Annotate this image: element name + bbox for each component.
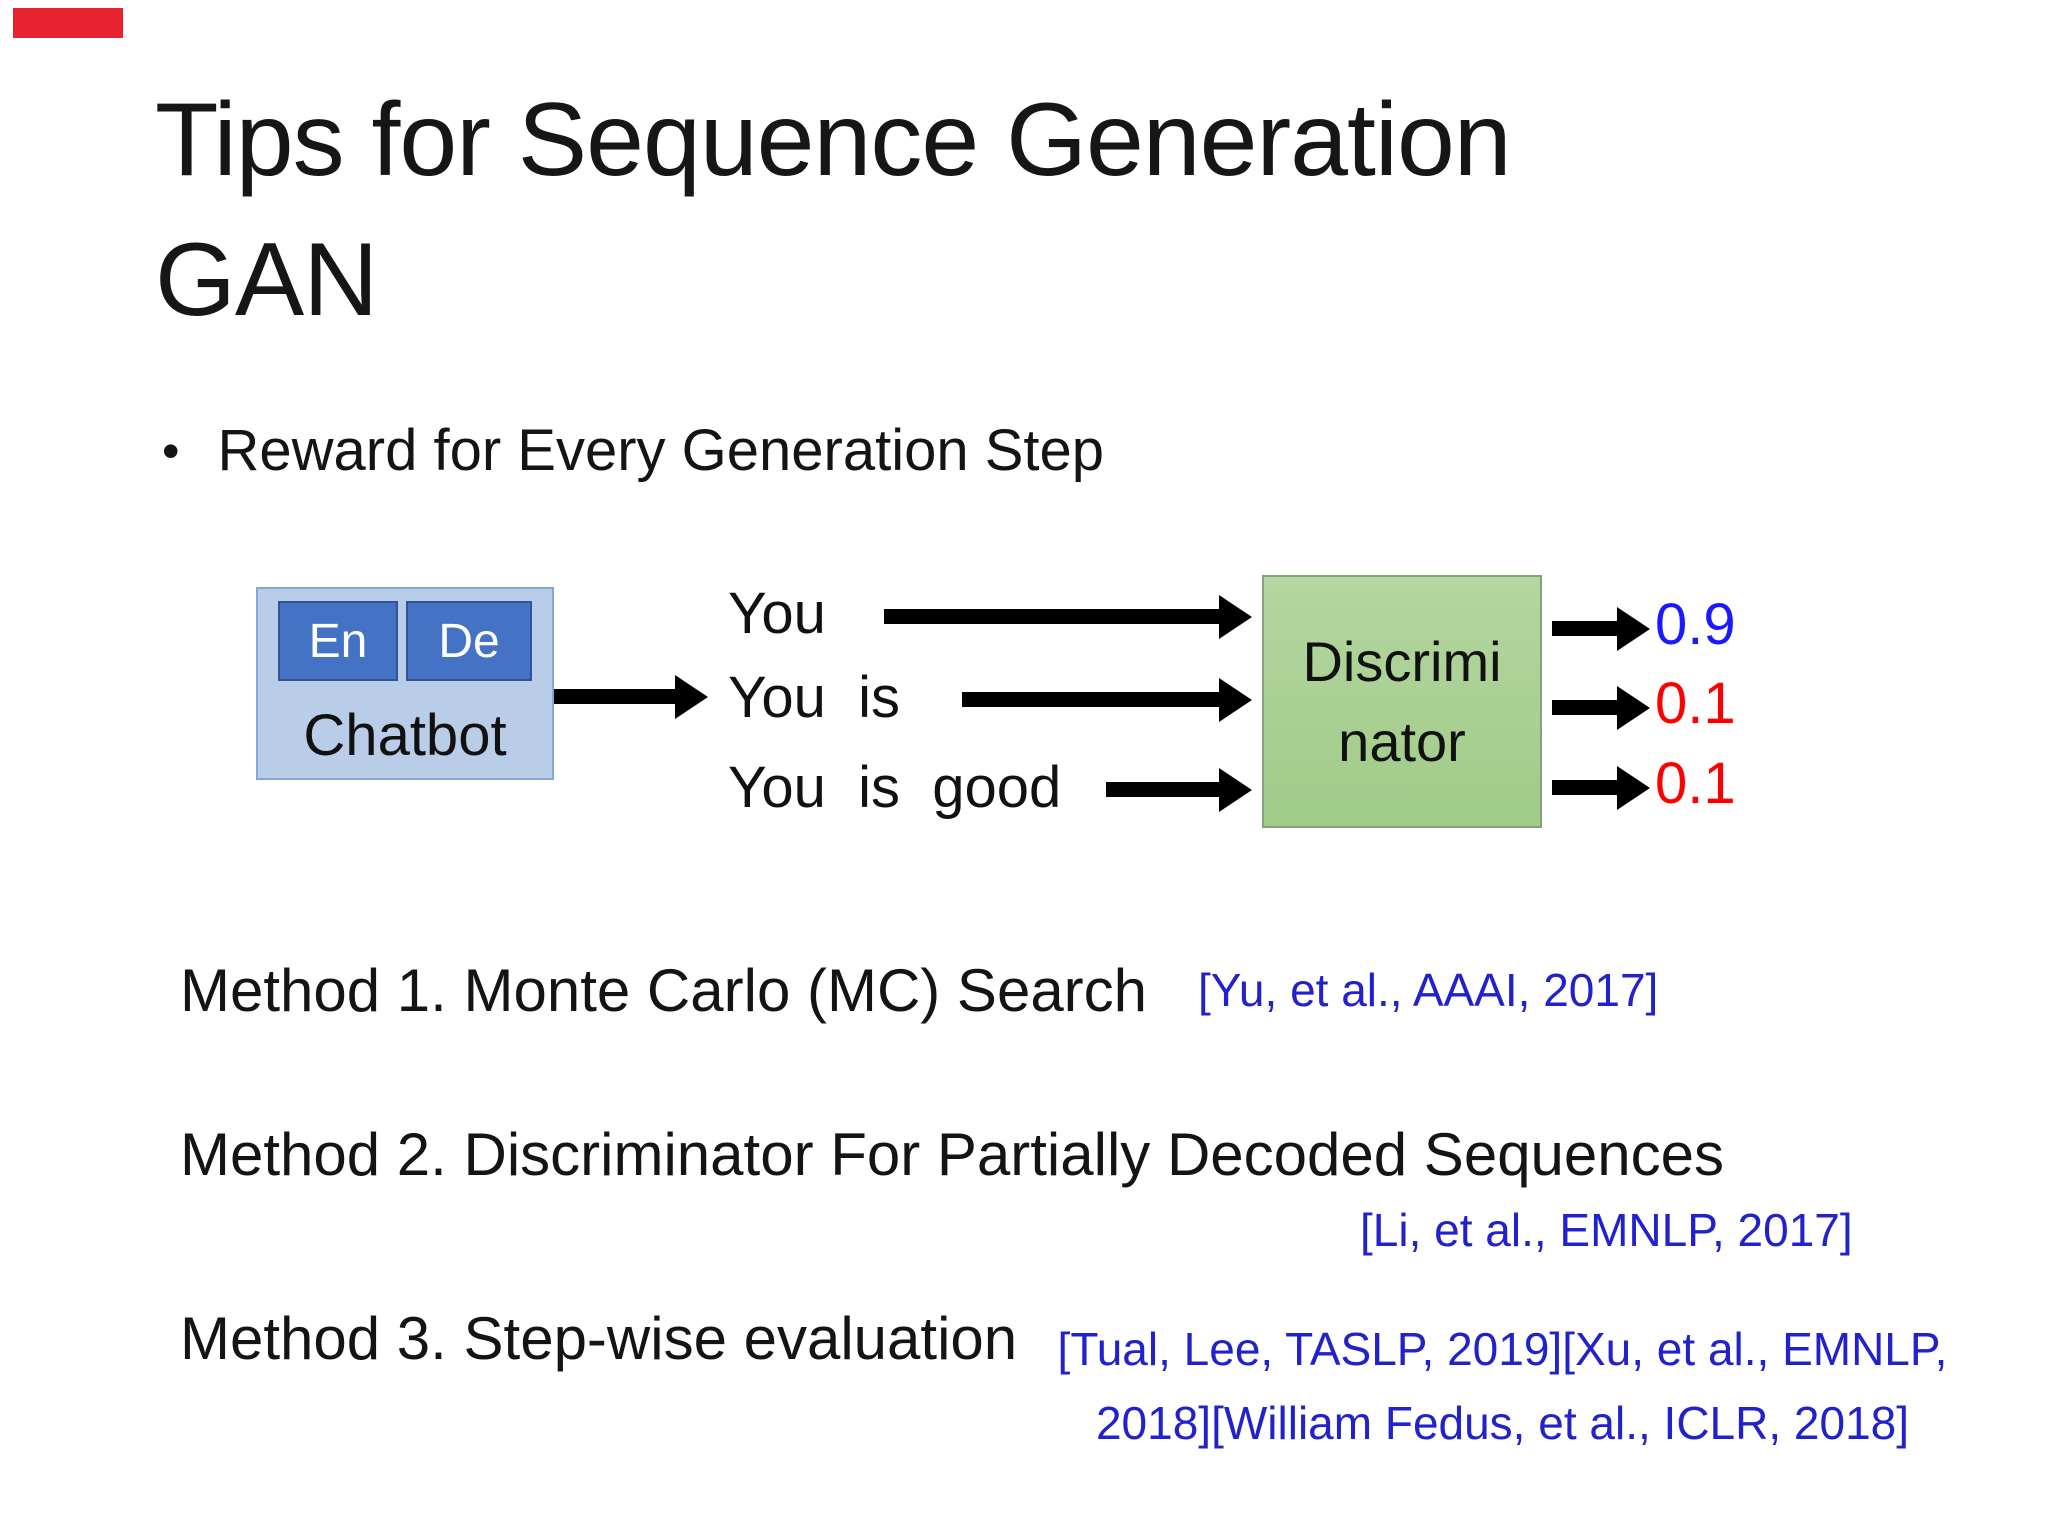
method-2-citation: [Li, et al., EMNLP, 2017] xyxy=(1360,1204,1853,1256)
discriminator-box: Discrimi nator xyxy=(1262,575,1542,828)
sequence-text-2: You is xyxy=(728,665,900,730)
chatbot-output-arrow xyxy=(554,689,675,704)
score-value-1: 0.9 xyxy=(1655,592,1736,657)
bullet-item: • Reward for Every Generation Step xyxy=(162,416,1104,486)
score-value-3: 0.1 xyxy=(1655,751,1736,816)
method-3-text: Method 3. Step-wise evaluation xyxy=(180,1305,1018,1372)
encoder-box: En xyxy=(278,601,398,681)
sequence-text-1: You xyxy=(728,581,826,646)
method-1-citation: [Yu, et al., AAAI, 2017] xyxy=(1198,964,1659,1016)
bullet-dot: • xyxy=(162,423,180,479)
chatbot-label: Chatbot xyxy=(303,703,507,768)
method-1-text: Method 1. Monte Carlo (MC) Search xyxy=(180,957,1148,1024)
score-arrow-1 xyxy=(1552,621,1617,636)
sequence-arrow-3 xyxy=(1106,782,1219,797)
method-2-text: Method 2. Discriminator For Partially De… xyxy=(180,1121,1725,1188)
bullet-text: Reward for Every Generation Step xyxy=(217,418,1105,483)
slide-title: Tips for Sequence Generation GAN xyxy=(155,82,1512,338)
decoder-box: De xyxy=(406,601,532,681)
red-marker xyxy=(13,8,123,38)
sequence-text-3: You is good xyxy=(728,755,1062,820)
method-3-citation: [Tual, Lee, TASLP, 2019][Xu, et al., EMN… xyxy=(1057,1323,1948,1449)
decoder-label: De xyxy=(438,614,500,668)
sequence-arrow-2 xyxy=(962,692,1219,707)
score-arrow-2 xyxy=(1552,700,1617,715)
sequence-arrow-1 xyxy=(884,609,1219,624)
score-value-2: 0.1 xyxy=(1655,671,1736,736)
discriminator-label: Discrimi nator xyxy=(1302,629,1502,773)
encoder-label: En xyxy=(308,614,368,668)
score-arrow-3 xyxy=(1552,780,1617,795)
